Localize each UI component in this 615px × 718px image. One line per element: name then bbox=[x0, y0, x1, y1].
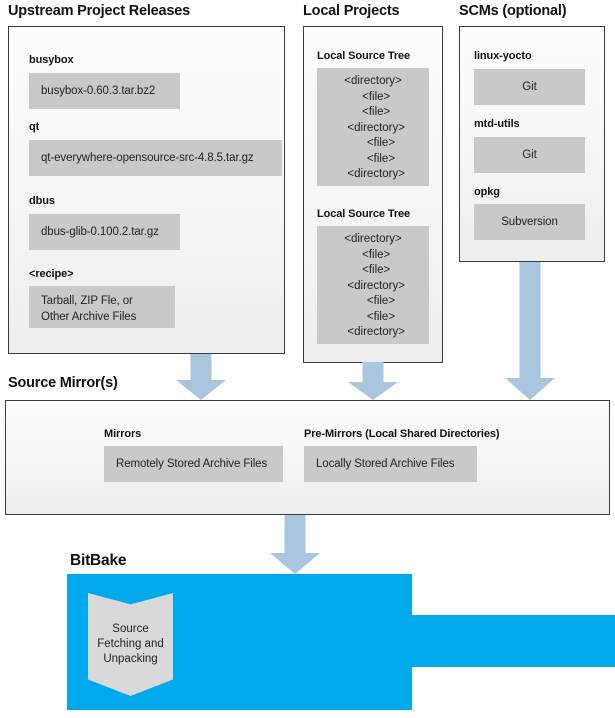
arrow-local-projects-to-mirrors bbox=[348, 362, 398, 400]
task-line-3: Unpacking bbox=[103, 653, 158, 665]
tree2-line-0: <directory> bbox=[344, 233, 402, 245]
scm-value-mtd-utils: Git bbox=[474, 137, 585, 173]
upstream-value-dbus: dbus-glib-0.100.2.tar.gz bbox=[29, 214, 180, 250]
tree2-line-2: <file> bbox=[355, 264, 391, 276]
local-tree-label-2: Local Source Tree bbox=[317, 208, 411, 220]
upstream-value-recipe-line1: Tarball, ZIP Fle, or bbox=[41, 295, 133, 307]
tree1-line-1: <file> bbox=[355, 90, 391, 103]
local-tree-label-1: Local Source Tree bbox=[317, 50, 411, 62]
tree1-line-5: <file> bbox=[350, 152, 396, 165]
upstream-value-qt: qt-everywhere-opensource-src-4.8.5.tar.g… bbox=[29, 140, 282, 176]
upstream-label-recipe: <recipe> bbox=[29, 268, 74, 280]
heading-scms: SCMs (optional) bbox=[459, 3, 567, 19]
tree2-line-4: <file> bbox=[350, 295, 396, 307]
upstream-value-recipe-line2: Other Archive Files bbox=[41, 311, 137, 323]
upstream-value-busybox: busybox-0.60.3.tar.bz2 bbox=[29, 73, 180, 109]
tree2-line-1: <file> bbox=[355, 248, 391, 261]
task-line-2: Fetching and bbox=[97, 638, 164, 650]
scm-value-opkg: Subversion bbox=[474, 204, 585, 240]
tree1-line-2: <file> bbox=[355, 106, 391, 118]
upstream-label-busybox: busybox bbox=[29, 54, 74, 66]
tree2-line-3: <directory> bbox=[341, 279, 405, 292]
tree2-line-5: <file> bbox=[350, 310, 396, 323]
local-tree-box-2: <directory> <file> <file> <directory> <f… bbox=[317, 226, 429, 344]
tree1-line-3: <directory> bbox=[341, 121, 405, 134]
scm-label-opkg: opkg bbox=[474, 186, 500, 198]
tree1-line-0: <directory> bbox=[344, 75, 402, 87]
tree1-line-6: <directory> bbox=[341, 168, 405, 180]
source-fetching-and-unpacking-task: Source Fetching and Unpacking bbox=[88, 593, 173, 696]
task-line-1: Source bbox=[112, 623, 149, 635]
scm-value-linux-yocto: Git bbox=[474, 69, 585, 105]
upstream-value-recipe: Tarball, ZIP Fle, or Other Archive Files bbox=[29, 286, 175, 328]
arrow-scms-to-mirrors bbox=[505, 262, 555, 400]
heading-source-mirrors: Source Mirror(s) bbox=[8, 375, 118, 391]
scm-label-mtd-utils: mtd-utils bbox=[474, 118, 520, 130]
tree2-line-6: <directory> bbox=[341, 326, 405, 338]
heading-bitbake: BitBake bbox=[70, 552, 127, 569]
heading-local-projects: Local Projects bbox=[303, 3, 400, 19]
pre-mirrors-label: Pre-Mirrors (Local Shared Directories) bbox=[304, 428, 500, 440]
heading-upstream-project-releases: Upstream Project Releases bbox=[8, 3, 190, 19]
upstream-label-dbus: dbus bbox=[29, 195, 55, 207]
arrow-upstream-to-mirrors bbox=[176, 354, 226, 400]
scm-label-linux-yocto: linux-yocto bbox=[474, 50, 532, 62]
arrow-mirrors-to-bitbake bbox=[270, 515, 320, 575]
local-tree-box-1: <directory> <file> <file> <directory> <f… bbox=[317, 68, 429, 186]
upstream-label-qt: qt bbox=[29, 121, 40, 133]
pre-mirrors-value: Locally Stored Archive Files bbox=[304, 446, 477, 482]
mirrors-value: Remotely Stored Archive Files bbox=[104, 446, 283, 482]
tree1-line-4: <file> bbox=[350, 137, 396, 149]
bitbake-extension-bar bbox=[412, 615, 615, 667]
mirrors-label: Mirrors bbox=[104, 428, 142, 440]
